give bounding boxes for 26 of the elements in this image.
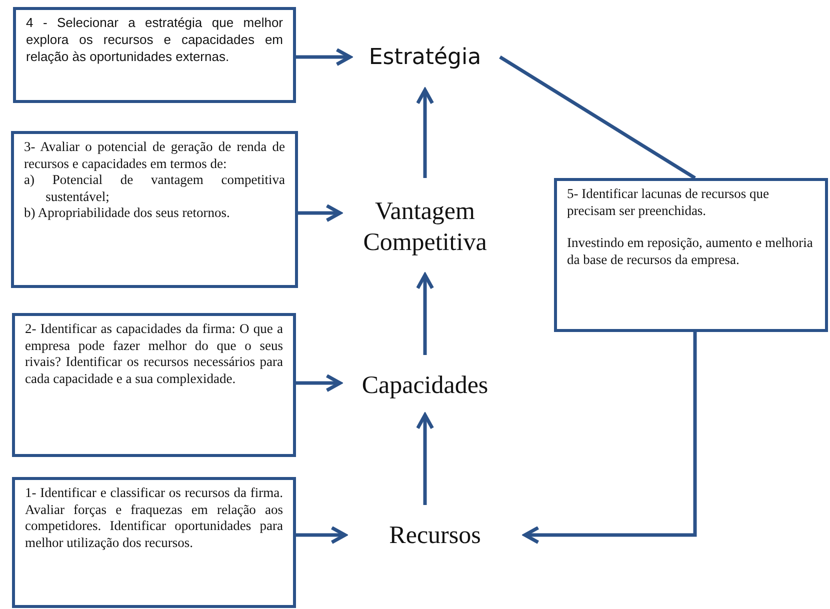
arrow <box>523 332 697 544</box>
stage-label: Recursos <box>389 520 481 550</box>
connector-line <box>499 56 696 180</box>
box-text: b) Apropriabilidade dos seus retornos. <box>24 205 231 222</box>
text-box <box>11 131 298 288</box>
box-text: 1- Identificar e classificar os recursos da firma. Avaliar forças e fraquezas em relação aos competidores. Identificar oportunidades para melhor utilização dos recursos. <box>25 485 283 551</box>
arrow <box>298 204 342 222</box>
arrow <box>296 48 352 66</box>
arrow <box>416 88 434 178</box>
text-box <box>12 313 296 457</box>
text-box <box>12 477 296 608</box>
stage-label: Estratégia <box>368 44 482 72</box>
box-text: 4 - Selecionar a estratégia que melhor explora os recursos e capacidades em relação às oportunidades externas. <box>26 14 283 65</box>
arrow <box>416 413 434 505</box>
stage-label: Capacidades <box>362 370 488 400</box>
arrow <box>296 526 347 544</box>
text-box <box>554 178 828 332</box>
text-box <box>13 7 296 103</box>
box-text: Investindo em reposição, aumento e melhoria da base de recursos da empresa. <box>567 235 814 268</box>
arrow <box>416 273 434 355</box>
box-text: 2- Identificar as capacidades da firma: O que a empresa pode fazer melhor do que o seus rivais? Identificar os recursos necessários para cada capacidade e a sua complexidade. <box>25 321 283 387</box>
stage-label: Vantagem Competitiva <box>362 196 488 258</box>
arrow <box>296 374 342 392</box>
box-text: a) Potencial de vantagem competitiva sustentável; <box>24 172 285 205</box>
box-text: 5- Identificar lacunas de recursos que precisam ser preenchidas. <box>567 186 770 219</box>
box-text: 3- Avaliar o potencial de geração de renda de recursos e capacidades em termos de: <box>24 139 285 172</box>
